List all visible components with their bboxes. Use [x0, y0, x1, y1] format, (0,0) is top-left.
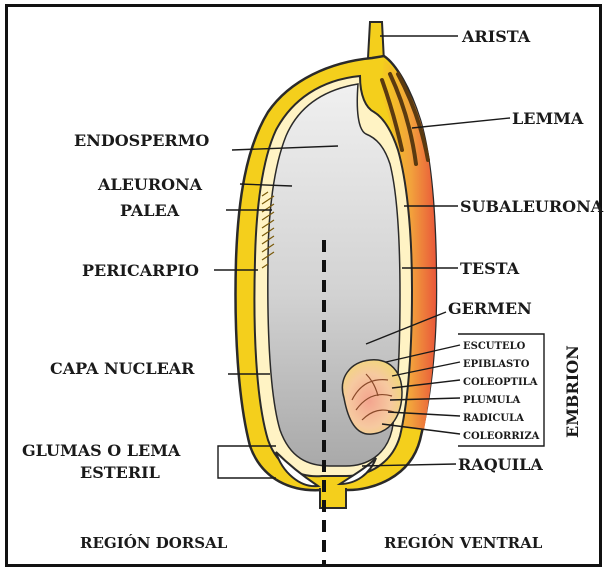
label-glumas-line2: ESTERIL	[80, 463, 160, 482]
label-testa: TESTA	[460, 259, 520, 278]
label-aleurona: ALEURONA	[97, 175, 203, 194]
label-plumula: PLUMULA	[463, 395, 521, 406]
label-region-dorsal: REGIÓN DORSAL	[80, 534, 228, 552]
label-raquila: RAQUILA	[458, 455, 543, 474]
label-radicula: RADICULA	[463, 413, 524, 424]
label-epiblasto: EPIBLASTO	[463, 359, 530, 370]
label-pericarpio: PERICARPIO	[82, 261, 199, 280]
label-embrion: EMBRION	[563, 345, 582, 438]
label-subaleurona: SUBALEURONA	[460, 197, 604, 216]
label-endospermo: ENDOSPERMO	[74, 131, 209, 150]
label-lemma: LEMMA	[512, 109, 584, 128]
label-capa-nuclear: CAPA NUCLEAR	[50, 359, 195, 378]
label-arista: ARISTA	[461, 27, 531, 46]
label-germen: GERMEN	[448, 299, 532, 318]
label-region-ventral: REGIÓN VENTRAL	[384, 534, 543, 552]
leader-lemma	[412, 118, 510, 128]
label-escutelo: ESCUTELO	[463, 341, 526, 352]
label-palea: PALEA	[120, 201, 180, 220]
label-coleorriza: COLEORRIZA	[463, 431, 540, 442]
label-glumas-line1: GLUMAS O LEMA	[22, 441, 181, 460]
label-coleoptila: COLEOPTILA	[463, 377, 538, 388]
